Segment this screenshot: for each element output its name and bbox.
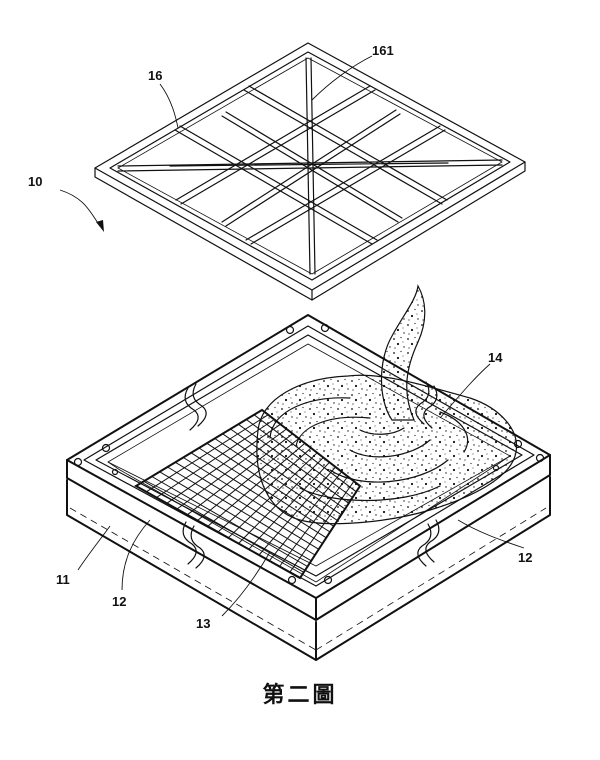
label-cover-ribs: 161 bbox=[372, 43, 394, 58]
label-cover-plate: 16 bbox=[148, 68, 162, 83]
label-frame-base: 11 bbox=[56, 572, 70, 587]
cover-ribs bbox=[118, 58, 502, 274]
label-mesh: 13 bbox=[196, 616, 210, 631]
label-frame-side-left: 12 bbox=[112, 594, 126, 609]
label-device: 10 bbox=[28, 174, 42, 189]
figure-caption: 第二圖 bbox=[262, 682, 337, 708]
label-frame-side-right: 12 bbox=[518, 550, 532, 565]
label-filling-material: 14 bbox=[488, 350, 503, 365]
